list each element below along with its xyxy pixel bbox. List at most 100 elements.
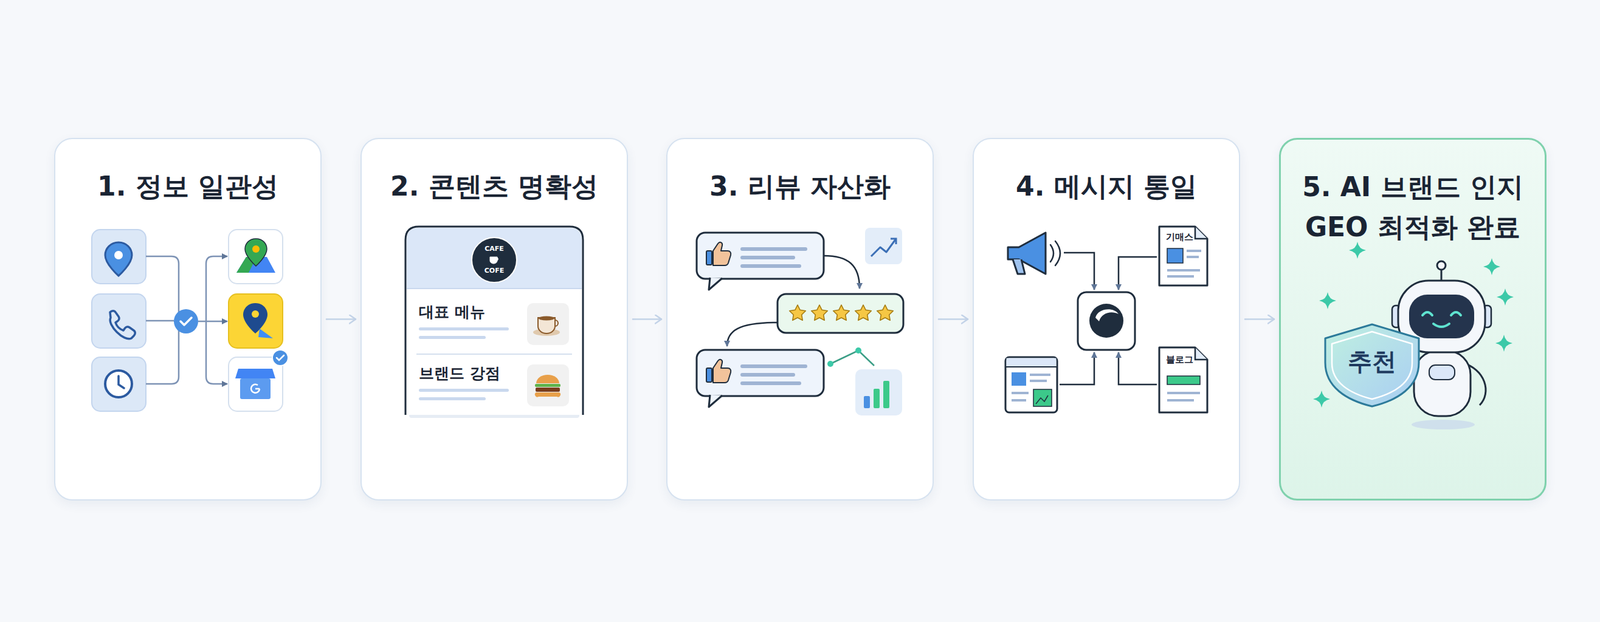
message-hub-illustration (1005, 357, 1058, 413)
phone-mockup (418, 327, 509, 331)
review-illustration (873, 389, 880, 409)
ai-robot-illustration (1495, 334, 1513, 352)
review-illustration (855, 305, 872, 321)
message-hub-illustration (1012, 259, 1025, 275)
review-illustration (740, 255, 796, 260)
message-hub-illustration (1029, 373, 1051, 377)
menu-label: 대표 메뉴 (418, 303, 486, 322)
consistency-illustration (105, 370, 132, 398)
message-hub-illustration (1095, 309, 1119, 322)
message-hub-illustration (1167, 248, 1183, 264)
consistency-illustration (145, 320, 174, 323)
consistency-illustration (240, 378, 271, 400)
message-hub-illustration (1029, 379, 1047, 383)
message-hub-illustration (1050, 241, 1061, 266)
phone-mockup (538, 316, 555, 321)
phone-mockup (535, 387, 560, 393)
phone-mockup (536, 375, 560, 384)
check-badge (173, 309, 199, 334)
map-platform-icon (228, 229, 289, 412)
ai-robot-illustration (1496, 288, 1514, 306)
consistency-illustration (244, 238, 267, 267)
phone-mockup (405, 226, 583, 416)
message-hub-illustration (1186, 255, 1199, 259)
review-illustration (777, 294, 904, 334)
message-hub-illustration (1159, 226, 1208, 286)
message-hub-illustration (1167, 275, 1194, 278)
consistency-illustration (114, 251, 123, 260)
ai-robot-illustration (1325, 324, 1419, 407)
document-label: 블로그 (1165, 355, 1194, 366)
message-hub-illustration (1005, 366, 1058, 368)
phone-mockup (534, 384, 561, 388)
review-illustration (708, 395, 723, 408)
logo-text: CAFE (484, 245, 504, 254)
review-illustration (696, 227, 904, 416)
consistency-illustration (228, 294, 283, 349)
consistency-illustration (276, 355, 284, 361)
flow-arrow (938, 318, 968, 321)
review-illustration (855, 369, 903, 416)
message-hub-illustration (1167, 376, 1200, 385)
badge-text: 추천 (1347, 347, 1397, 376)
message-hub-illustration (1059, 352, 1095, 385)
message-hub-illustration (1195, 347, 1208, 360)
step-title: 4. 메시지 통일 (973, 139, 1239, 207)
step-title: 3. 리뷰 자산화 (667, 139, 933, 207)
ai-robot-illustration (1429, 365, 1455, 380)
message-hub-illustration (1005, 226, 1208, 413)
message-hub-illustration (1059, 252, 1157, 385)
message-hub-illustration (1118, 352, 1157, 385)
phone-mockup (406, 227, 582, 289)
step-title: 2. 콘텐츠 명확성 (361, 139, 627, 207)
review-illustration (740, 373, 796, 377)
ai-robot-illustration (1411, 420, 1475, 430)
consistency-illustration (91, 294, 146, 349)
ai-robot-illustration (1422, 312, 1461, 316)
consistency-illustration (173, 309, 199, 334)
ai-robot-illustration (1348, 241, 1366, 259)
review-illustration (877, 305, 894, 321)
consistency-illustration (243, 303, 268, 334)
consistency-illustration (91, 229, 289, 412)
phone-mockup (555, 320, 559, 327)
review-illustration (789, 305, 807, 321)
review-illustration (696, 350, 824, 397)
consistency-illustration (251, 384, 260, 394)
phone-mockup (405, 226, 583, 416)
phone-mockup (527, 364, 569, 407)
consistency-illustration (118, 376, 125, 389)
phone-mockup (405, 226, 583, 419)
phone-mockup (489, 257, 498, 264)
consistency-illustration (198, 256, 228, 322)
message-hub-illustration (1089, 303, 1124, 338)
message-hub-illustration (1063, 252, 1095, 290)
ai-robot-illustration (1409, 294, 1475, 339)
consistency-illustration (258, 328, 273, 339)
consistency-illustration (206, 320, 228, 323)
ai-robot-illustration (1331, 331, 1413, 400)
consistency-illustration (145, 256, 179, 322)
consistency-illustration (272, 350, 289, 366)
consistency-illustration (235, 368, 276, 379)
review-illustration (811, 305, 828, 321)
document-label: 기매스 (1165, 232, 1194, 243)
consistency-illustration (105, 242, 132, 276)
review-illustration (740, 247, 808, 252)
review-illustration (883, 381, 890, 409)
consistency-illustration (145, 321, 179, 385)
phone-mockup (534, 392, 561, 398)
message-hub-illustration (1167, 399, 1194, 402)
phone-mockup (418, 397, 486, 401)
consistency-illustration (206, 321, 228, 385)
review-illustration (708, 277, 723, 290)
review-illustration (830, 350, 875, 366)
merge-lines (145, 256, 228, 385)
review-illustration (706, 242, 731, 266)
phone-mockup (418, 389, 509, 393)
consistency-illustration (228, 229, 283, 284)
message-hub-illustration (1167, 269, 1200, 272)
message-hub-illustration (1186, 249, 1202, 253)
message-hub-illustration (1077, 292, 1135, 351)
message-hub-illustration (1007, 232, 1046, 275)
